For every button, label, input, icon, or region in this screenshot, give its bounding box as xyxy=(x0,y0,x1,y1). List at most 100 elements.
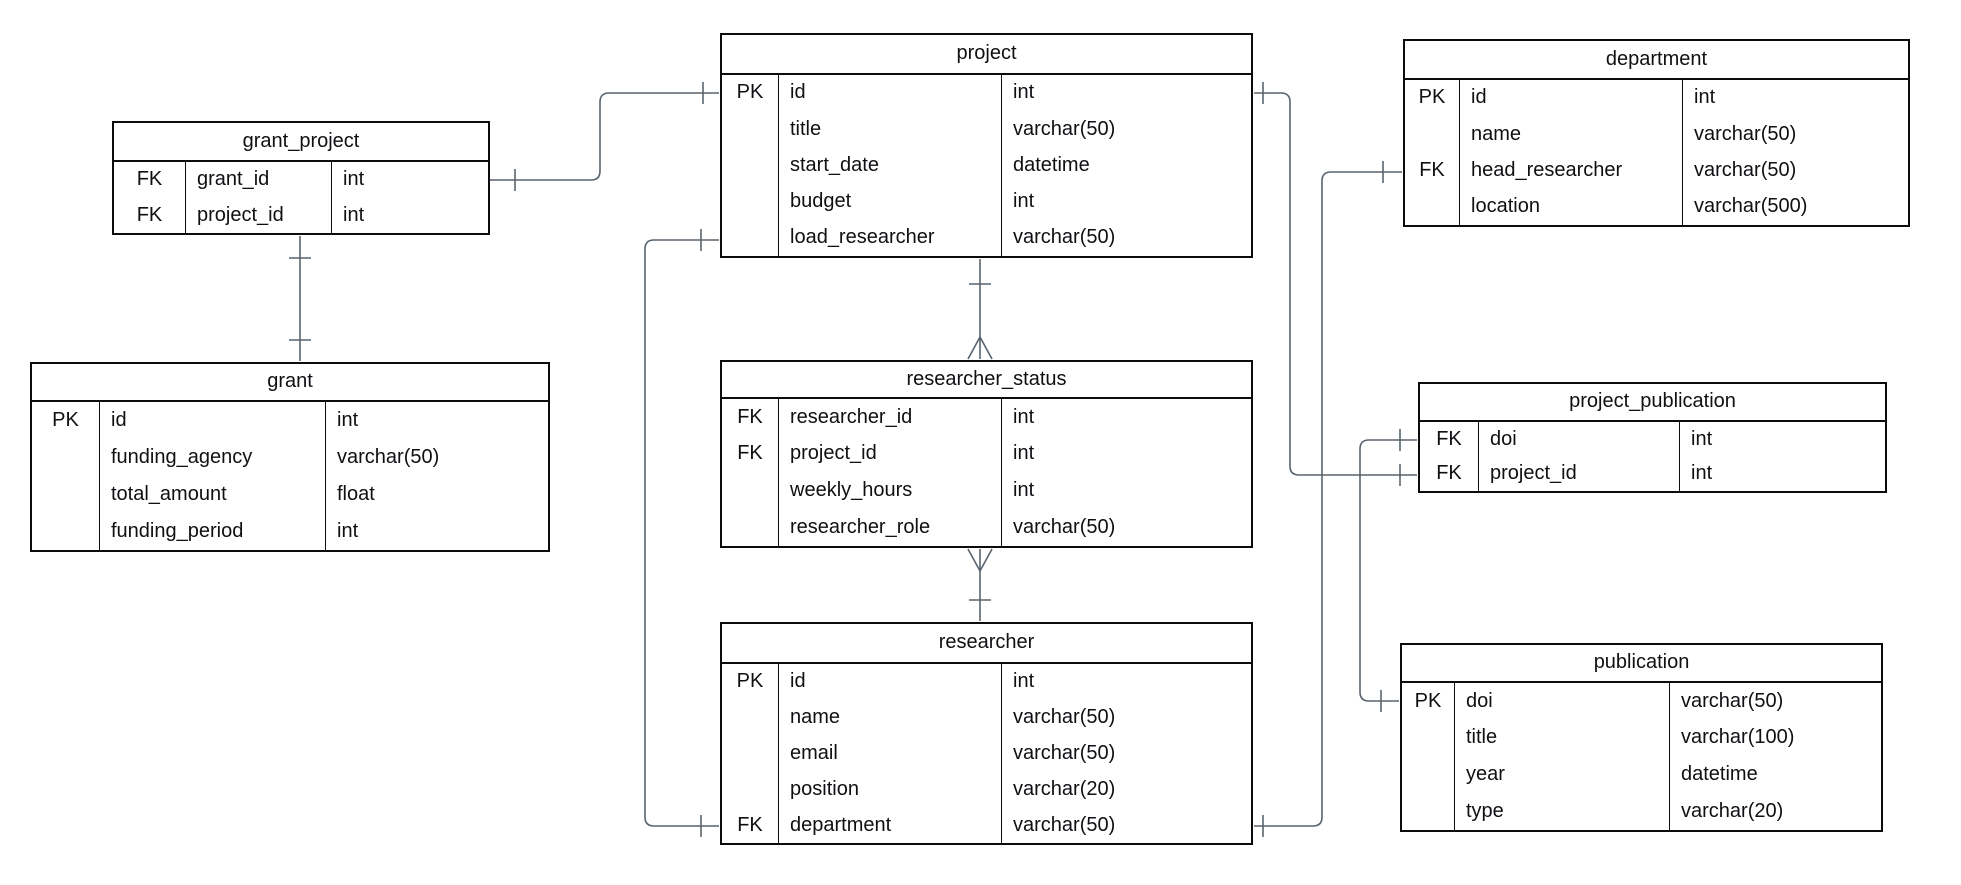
key-badge xyxy=(722,771,779,808)
key-badge: FK xyxy=(114,161,186,198)
attribute-type: varchar(50) xyxy=(337,445,440,468)
entity-title: researcher_status xyxy=(722,362,1251,399)
entity-title: grant_project xyxy=(114,123,488,162)
attribute-type: int xyxy=(337,519,359,542)
attribute-type: varchar(50) xyxy=(1013,226,1116,249)
attribute-name: researcher_id xyxy=(779,398,1002,436)
key-badge xyxy=(722,183,779,220)
key-badge xyxy=(32,475,100,513)
key-badge: FK xyxy=(722,807,779,844)
key-badge: PK xyxy=(722,74,779,112)
attribute-type: int xyxy=(1013,442,1035,465)
attribute-name: head_researcher xyxy=(1460,152,1683,189)
attribute-type: int xyxy=(1013,190,1035,213)
attribute-name: researcher_role xyxy=(779,509,1002,546)
relationship-project-to-researcher_status xyxy=(967,259,993,360)
attribute-name: title xyxy=(779,111,1002,148)
key-badge xyxy=(32,512,100,550)
attribute-name: budget xyxy=(779,183,1002,220)
attribute-type: int xyxy=(1691,427,1713,450)
attribute-row: email varchar(50) xyxy=(722,735,1251,772)
key-badge: PK xyxy=(1405,79,1460,117)
attribute-name: funding_period xyxy=(100,512,326,550)
attribute-row: title varchar(100) xyxy=(1402,719,1881,757)
attribute-name: department xyxy=(779,807,1002,844)
attribute-name: grant_id xyxy=(186,161,332,198)
key-badge: FK xyxy=(1420,456,1479,492)
attribute-name: weekly_hours xyxy=(779,472,1002,510)
relationship-grant_project-to-grant xyxy=(289,236,311,361)
key-badge xyxy=(722,735,779,772)
attribute-name: start_date xyxy=(779,147,1002,184)
relationship-researcher_status-to-researcher xyxy=(967,548,993,621)
attribute-row: start_date datetime xyxy=(722,147,1251,184)
attribute-name: id xyxy=(779,663,1002,700)
entity-title: department xyxy=(1405,41,1908,80)
key-badge: FK xyxy=(722,398,779,436)
entity-title: grant xyxy=(32,364,548,402)
key-badge xyxy=(1405,116,1460,153)
attribute-type: float xyxy=(337,482,375,505)
attribute-type: int xyxy=(343,168,365,191)
relationship-researcher-to-department xyxy=(1254,161,1402,837)
relationship-project-to-researcher xyxy=(644,229,719,837)
attribute-type: varchar(100) xyxy=(1681,726,1795,749)
relationship-grant_project-to-project xyxy=(490,82,719,191)
key-badge xyxy=(722,219,779,256)
entity-title: project_publication xyxy=(1420,384,1885,422)
key-badge: PK xyxy=(1402,682,1455,720)
attribute-name: project_id xyxy=(1479,456,1680,492)
attribute-type: varchar(50) xyxy=(1013,117,1116,140)
key-badge xyxy=(722,472,779,510)
attribute-type: varchar(50) xyxy=(1013,706,1116,729)
attribute-type: varchar(50) xyxy=(1681,689,1784,712)
attribute-type: int xyxy=(337,408,359,431)
key-badge: FK xyxy=(1405,152,1460,189)
key-badge xyxy=(1402,756,1455,794)
key-badge: FK xyxy=(1420,421,1479,457)
attribute-name: email xyxy=(779,735,1002,772)
key-badge: FK xyxy=(114,197,186,234)
attribute-type: varchar(50) xyxy=(1013,516,1116,539)
attribute-type: int xyxy=(1691,462,1713,485)
attribute-type: varchar(50) xyxy=(1694,122,1797,145)
key-badge: PK xyxy=(32,401,100,439)
attribute-name: doi xyxy=(1455,682,1670,720)
attribute-type: datetime xyxy=(1013,153,1090,176)
key-badge: FK xyxy=(722,435,779,473)
entity-title: researcher xyxy=(722,624,1251,664)
entity-title: publication xyxy=(1402,645,1881,683)
attribute-type: varchar(500) xyxy=(1694,195,1808,218)
attribute-type: varchar(50) xyxy=(1013,741,1116,764)
attribute-name: title xyxy=(1455,719,1670,757)
attribute-name: load_researcher xyxy=(779,219,1002,256)
attribute-name: type xyxy=(1455,793,1670,830)
attribute-name: position xyxy=(779,771,1002,808)
